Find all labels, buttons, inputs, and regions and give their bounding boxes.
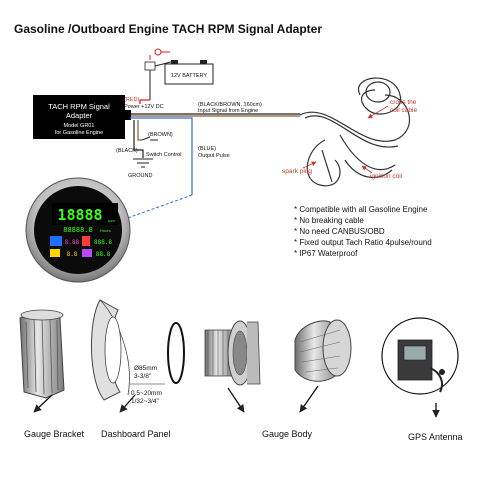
bracket-arrow [33, 394, 53, 413]
fuse-switch [144, 48, 172, 100]
blue-wire-desc: Output Pulse [198, 153, 230, 159]
gauge-hours-value: 88888.8 [63, 226, 93, 234]
adapter-purpose: for Gasoline Engine [55, 130, 103, 136]
o-ring [167, 322, 185, 384]
gauge-value-3: 8.8 [67, 251, 78, 258]
feature-2: * No need CANBUS/OBD [294, 227, 385, 236]
feature-1: * No breaking cable [294, 216, 364, 225]
switch-symbol [141, 136, 158, 141]
input-wire-desc: Input Signal from Engine [198, 108, 258, 114]
ground-wire-color: (BLACK) [116, 148, 138, 154]
cross-coil-line1: cross the [390, 99, 417, 106]
gauge-value-1: 8.88 [65, 239, 80, 246]
ground-symbol [133, 158, 153, 168]
input-wire-color: (BLACK/BROWN, 160cm) [198, 102, 262, 108]
brown-wire-color: (BROWN) [148, 132, 173, 138]
gauge: 18888 rpm 88888.8 Hours 8.88 888.8 8.8 8… [25, 177, 131, 283]
gauge-bracket [19, 309, 65, 399]
battery-label: 12V BATTERY [171, 73, 208, 79]
cross-coil-line2: coil cable [390, 107, 417, 114]
body-arrow [227, 387, 245, 413]
adapter-model: Model GR01 [64, 123, 95, 129]
feature-4: * IP67 Waterproof [294, 249, 358, 258]
ground-label: GROUND [128, 173, 152, 179]
brown-switch-wire [137, 120, 142, 141]
gauge-rpm-unit: rpm [108, 218, 116, 223]
gauge-body [204, 320, 261, 386]
adapter-box: TACH RPM Signal Adapter Model GR01 for G… [33, 95, 131, 139]
dim-thickness-in: 1/32~3/4" [131, 398, 159, 405]
spark-plug-arrow [302, 161, 317, 169]
red-wire-desc: Power +12V DC [124, 104, 164, 110]
battery: 12V BATTERY [164, 60, 214, 85]
blue-wire-color: (BLUE) [198, 146, 216, 152]
adapter-line2: Adapter [66, 111, 93, 120]
adapter-line1: TACH RPM Signal [48, 102, 110, 111]
label-gauge-bracket: Gauge Bracket [24, 429, 85, 439]
gauge-battery-icon [50, 249, 60, 257]
dim-diameter-in: 3-3/8" [134, 373, 152, 380]
gauge-value-4: 88.8 [96, 251, 111, 258]
gps-antenna [381, 317, 459, 395]
label-dashboard-panel: Dashboard Panel [101, 429, 171, 439]
gauge-oil-icon [82, 249, 92, 257]
gauge-temp-icon [50, 236, 62, 246]
gauge-fuel-icon [82, 236, 90, 246]
feature-3: * Fixed output Tach Ratio 4pulse/round [294, 238, 432, 247]
spark-plug-label: spark plug [282, 168, 312, 175]
red-wire [139, 99, 150, 104]
dim-thickness: 0.5~20mm [131, 390, 162, 397]
gauge-hours-unit: Hours [100, 228, 111, 233]
feature-list: * Compatible with all Gasoline Engine * … [294, 205, 432, 258]
dashboard-panel [90, 299, 130, 401]
red-wire-color: (RED) [124, 97, 139, 103]
assembled-arrow [299, 385, 319, 413]
gauge-rpm-value: 18888 [57, 206, 102, 224]
blue-wire [130, 117, 193, 195]
feature-0: * Compatible with all Gasoline Engine [294, 205, 428, 214]
panel-arrow [119, 394, 136, 413]
diagram-title: Gasoline /Outboard Engine TACH RPM Signa… [14, 22, 322, 36]
ignition-coil [299, 77, 411, 187]
label-gps-antenna: GPS Antenna [408, 432, 463, 442]
brown-wire-desc: Switch Control [146, 152, 181, 158]
gauge-value-2: 888.8 [94, 239, 112, 246]
label-gauge-body: Gauge Body [262, 429, 313, 439]
ignition-coil-label: ignition coil [370, 173, 403, 180]
cross-coil-arrow [367, 105, 389, 119]
dim-diameter: Ø85mm [134, 365, 157, 372]
ground-wire [133, 120, 144, 158]
ignition-coil-arrow [361, 165, 373, 174]
assembled-gauge [294, 319, 352, 382]
